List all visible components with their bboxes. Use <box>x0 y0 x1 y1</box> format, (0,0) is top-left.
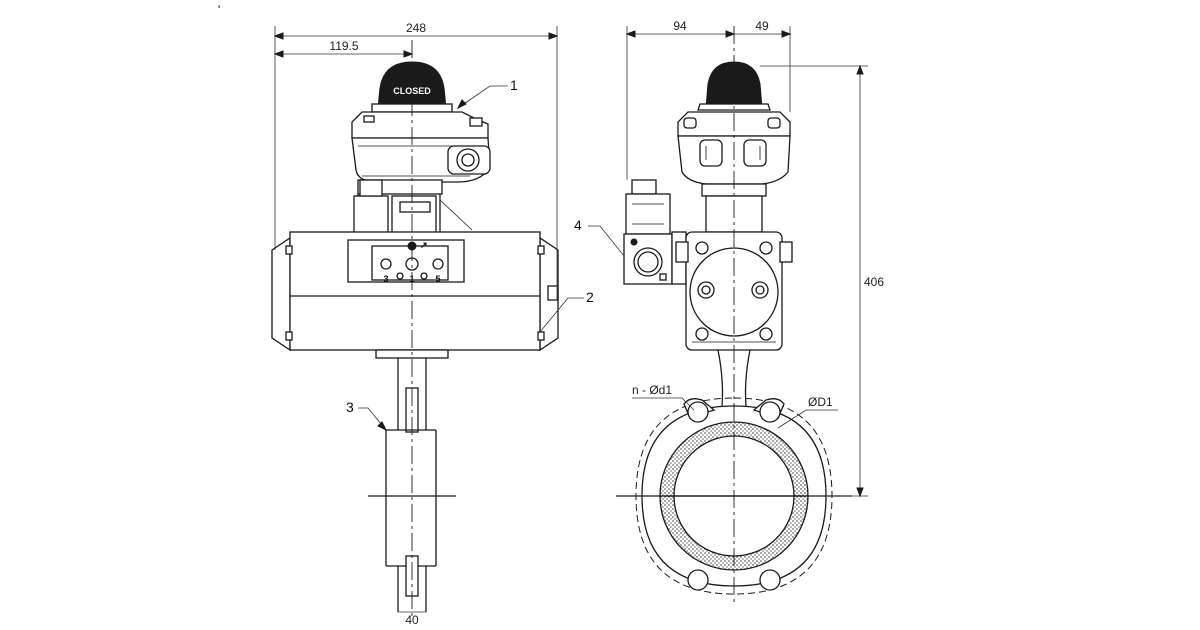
side-view-callouts: 4 n - Ød1 ØD1 <box>574 217 838 429</box>
side-solenoid <box>623 179 687 285</box>
callout-bolt-holes: n - Ød1 <box>632 383 672 397</box>
svg-text:': ' <box>218 4 220 14</box>
front-view-callouts: 1 2 3 <box>346 77 594 432</box>
bolt-ear-top-right <box>752 398 785 423</box>
dim-left-of-axis: 94 <box>673 19 687 33</box>
dim-overall-width: 248 <box>406 21 426 35</box>
callout-3: 3 <box>346 399 354 415</box>
bolt-ear-bottom-right <box>759 569 781 591</box>
callout-4: 4 <box>574 217 582 233</box>
dim-axis-offset: 119.5 <box>329 39 358 53</box>
bolt-ear-top-left <box>683 398 716 423</box>
side-view-dimensions: 94 49 406 <box>625 19 884 498</box>
limit-switch-box: CLOSED <box>351 61 491 183</box>
callout-2: 2 <box>586 289 594 305</box>
callout-1: 1 <box>510 77 518 93</box>
solenoid-valve-block: 3 1 5 ↗ <box>347 239 465 284</box>
port-label-3: 3 <box>383 274 388 284</box>
svg-text:↗: ↗ <box>420 240 428 250</box>
dim-right-of-axis: 49 <box>755 19 769 33</box>
side-neck <box>717 349 751 407</box>
port-label-5: 5 <box>435 274 440 284</box>
cable-gland-icon <box>447 145 491 175</box>
mounting-bracket <box>353 179 473 235</box>
front-view: CLOSED <box>271 40 559 618</box>
bolt-ear-bottom-left <box>687 569 709 591</box>
dim-overall-height: 406 <box>864 275 884 289</box>
side-view <box>616 26 852 606</box>
dim-bottom-partial: 40 <box>405 613 419 627</box>
callout-flange-diameter: ØD1 <box>808 395 833 409</box>
front-view-dimensions: 248 119.5 40 <box>273 21 559 627</box>
